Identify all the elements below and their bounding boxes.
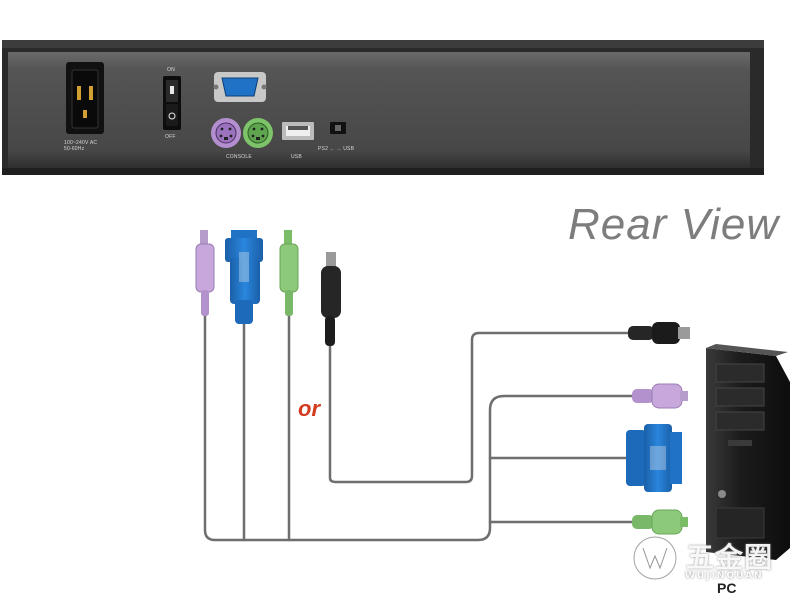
watermark-chinese-text: 五金圈 (686, 541, 774, 574)
ps2-connector-green (632, 509, 688, 535)
ps2-port-icon (211, 118, 241, 148)
pc-label: PC (717, 580, 737, 596)
vga-connector-blue (225, 230, 263, 324)
console-label: CONSOLE (226, 154, 252, 160)
ps2-connector-green (279, 230, 299, 316)
switch-on-label: ON (167, 67, 175, 73)
ps2-connector-purple (632, 383, 688, 409)
watermark-logo-icon (632, 535, 678, 581)
mode-switch-label: PS2 ← → USB (318, 146, 355, 152)
ps2-port-icon (243, 118, 273, 148)
power-rating-line-2: 50-60Hz (64, 146, 85, 152)
usb-connector-black (628, 322, 690, 344)
usb-connector-black (321, 252, 341, 346)
vga-port-icon (213, 72, 267, 102)
pc-tower-icon (706, 344, 790, 560)
rocker-switch-icon (163, 76, 181, 130)
ps2-connector-purple (195, 230, 215, 316)
power-socket-icon (66, 62, 104, 134)
rear-panel (2, 40, 764, 175)
power-rating-line-1: 100~240V AC (64, 140, 98, 146)
switch-off-label: OFF (165, 134, 176, 140)
power-rating-label: 100~240V AC 50-60Hz (64, 140, 97, 152)
watermark-english-text: WUJINQUAN (685, 571, 764, 581)
or-label: or (298, 396, 320, 421)
cable-bundle (203, 313, 638, 542)
vga-connector-blue (626, 424, 682, 492)
usb-port-icon (282, 122, 314, 140)
mode-switch-icon (330, 122, 346, 134)
usb-label: USB (291, 154, 302, 160)
rear-view-title: Rear View (568, 200, 780, 249)
